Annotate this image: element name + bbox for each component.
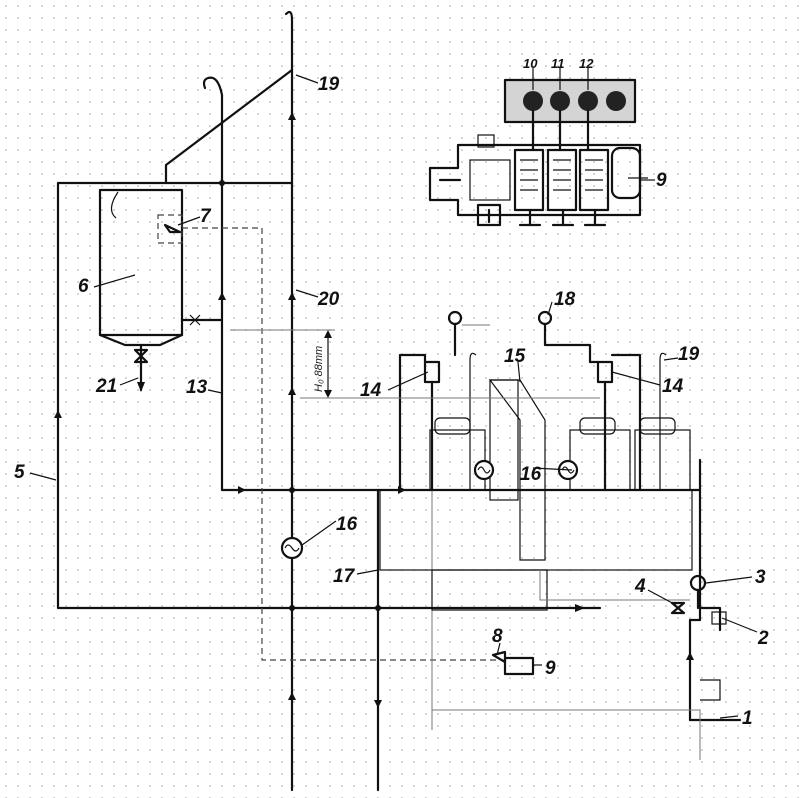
valves-right (670, 574, 727, 625)
pipe-network (56, 10, 742, 792)
label-4: 4 (634, 576, 646, 597)
label-14-right: 14 (662, 376, 684, 397)
label-8: 8 (492, 626, 503, 647)
label-19-top: 19 (318, 74, 340, 95)
height-dimension: H₀ 88mm (230, 329, 600, 399)
pump-inset (428, 68, 648, 227)
label-5: 5 (14, 462, 25, 483)
label-2: 2 (757, 628, 769, 649)
label-1: 1 (742, 708, 753, 729)
expansion-tank (98, 188, 184, 392)
label-17: 17 (333, 566, 356, 587)
label-6: 6 (78, 276, 89, 297)
label-16-engine: 16 (520, 464, 542, 485)
label-3: 3 (755, 567, 766, 588)
label-7: 7 (200, 206, 212, 227)
label-13: 13 (186, 377, 208, 398)
label-9-inset: 9 (656, 170, 667, 191)
label-9-unit: 9 (545, 658, 556, 679)
label-15: 15 (504, 346, 526, 367)
thermometers-18 (447, 310, 600, 364)
unit-8-9 (491, 650, 535, 676)
leader-lines (29, 74, 758, 719)
part-labels: 1 2 3 4 5 6 7 8 9 9 10 11 12 13 14 14 15… (14, 56, 769, 729)
label-14-left: 14 (360, 380, 382, 401)
label-18: 18 (554, 289, 576, 310)
label-19-right: 19 (678, 344, 700, 365)
dimension-text: H₀ 88mm (313, 346, 325, 392)
label-16-line: 16 (336, 514, 358, 535)
label-10: 10 (523, 56, 538, 71)
flow-arrows (54, 112, 694, 708)
label-12: 12 (579, 56, 594, 71)
label-21: 21 (95, 376, 117, 397)
label-11: 11 (551, 56, 565, 71)
label-20: 20 (317, 289, 340, 310)
